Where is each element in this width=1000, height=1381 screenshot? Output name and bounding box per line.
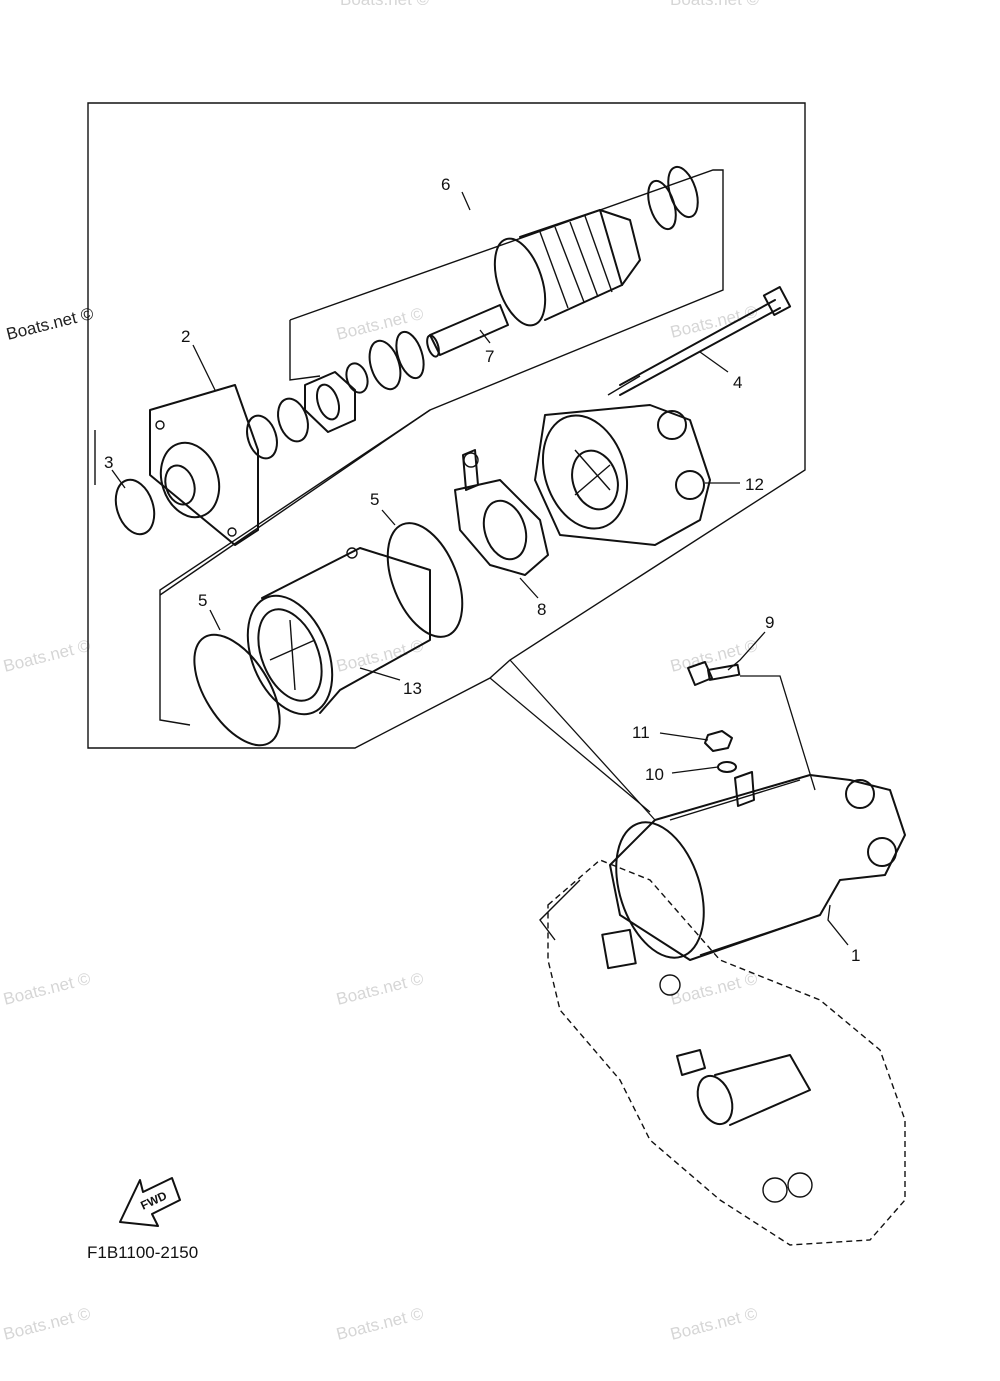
watermark: Boats.net © [668, 1304, 759, 1344]
callout-11: 11 [632, 723, 650, 742]
callout-10: 10 [645, 765, 664, 784]
washers [345, 165, 699, 394]
callout-9: 9 [765, 613, 774, 632]
o-ring-yoke [193, 633, 281, 747]
callout-4: 4 [733, 373, 742, 392]
lock-washer [717, 761, 737, 773]
watermark: Boats.net © [1, 1304, 92, 1344]
callout-5b: 5 [198, 591, 207, 610]
watermark: Boats.net © [334, 304, 425, 344]
yoke [246, 547, 431, 716]
callout-5a: 5 [370, 490, 379, 509]
watermark: Boats.net © [340, 0, 430, 9]
watermark: Boats.net © [334, 1304, 425, 1344]
watermarks: Boats.net © Boats.net © Boats.net © Boat… [1, 0, 759, 1344]
callout-13: 13 [403, 679, 422, 698]
leader-lines [111, 191, 849, 946]
bolt [687, 661, 741, 686]
starter-assembly [601, 771, 906, 970]
watermark: Boats.net © [334, 636, 425, 676]
rear-housing [534, 404, 711, 546]
brush-holder [454, 449, 549, 576]
engine-casing [539, 859, 906, 1246]
callout-3: 3 [104, 453, 113, 472]
o-ring-front [114, 478, 156, 536]
callout-6: 6 [441, 175, 450, 194]
armature [426, 209, 641, 358]
watermark: Boats.net © [668, 302, 759, 342]
callout-1: 1 [851, 946, 860, 965]
fwd-arrow: FWD [119, 1177, 181, 1227]
callout-8: 8 [537, 600, 546, 619]
front-cover [149, 384, 309, 546]
watermark: Boats.net © [334, 969, 425, 1009]
group-brackets [94, 169, 724, 726]
exploded-view-frame [87, 102, 806, 749]
watermark: Boats.net © [1, 969, 92, 1009]
callouts: 6 7 2 3 4 12 5 5 8 13 9 11 10 1 [104, 175, 860, 965]
watermark: Boats.net © [1, 636, 92, 676]
nut [704, 730, 733, 752]
callout-2: 2 [181, 327, 190, 346]
through-bolts [607, 286, 792, 396]
watermark: Boats.net © [670, 0, 760, 9]
callout-12: 12 [745, 475, 764, 494]
diagram-code: F1B1100-2150 [87, 1243, 198, 1262]
callout-7: 7 [485, 347, 494, 366]
o-ring-rear [386, 522, 464, 638]
watermark: Boats.net © [668, 969, 759, 1009]
watermark-dark: Boats.net © [4, 304, 95, 344]
